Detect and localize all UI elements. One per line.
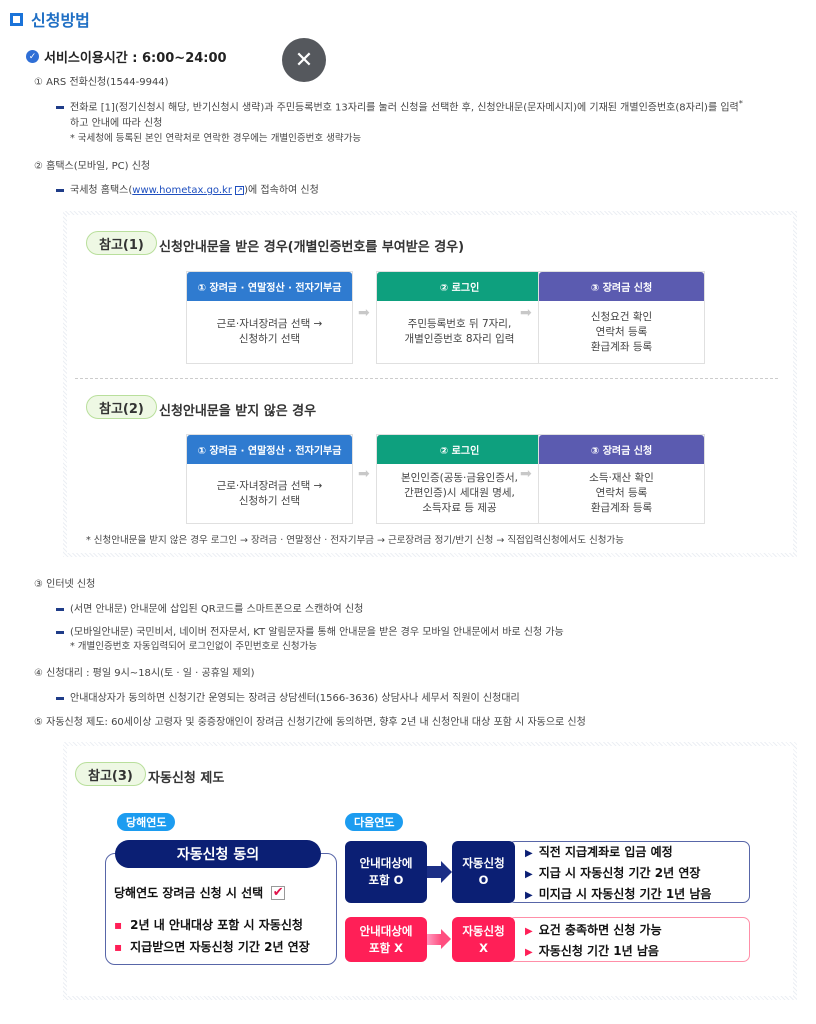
service-hours-text: 서비스이용시간 : 6:00~24:00 [44, 51, 227, 66]
arrow-right-icon: ➡ [520, 305, 532, 321]
dash-bullet-icon [56, 188, 64, 192]
ref2-note: * 신청안내문을 받지 않은 경우 로그인 → 장려금 · 연말정산 · 전자기… [86, 535, 624, 546]
ref3-badge: 참고(3) [75, 762, 146, 786]
this-year-tag: 당해연도 [117, 813, 176, 831]
internet-note: * 개별인증번호 자동입력되어 로그인없이 주민번호로 신청가능 [70, 641, 318, 652]
hometax-title: ② 홈택스(모바일, PC) 신청 [34, 161, 151, 172]
consent-bullet-1: ▪2년 내 안내대상 포함 시 자동신청 [114, 918, 303, 932]
service-hours: ✓ 서비스이용시간 : 6:00~24:00 [26, 47, 227, 66]
hometax-link[interactable]: www.hometax.go.kr [132, 185, 232, 196]
hometax-line: 국세청 홈택스(www.hometax.go.kr ↗)에 접속하여 신청 [56, 181, 319, 196]
ars-note: * 국세청에 등록된 본인 연락처로 연락한 경우에는 개별인증번호 생략가능 [70, 133, 362, 144]
close-button[interactable]: ✕ [282, 38, 326, 82]
internet-line2: (모바일안내문) 국민비서, 네이버 전자문서, KT 알림문자를 통해 안내문… [56, 623, 564, 638]
ars-title: ① ARS 전화신청(1544-9944) [34, 77, 169, 88]
arrow-included-icon [427, 866, 441, 878]
internet-title: ③ 인터넷 신청 [34, 579, 96, 590]
dash-bullet-icon [56, 696, 64, 700]
consent-bullet-2: ▪지급받으면 자동신청 기간 2년 연장 [114, 940, 310, 954]
ref2-badge: 참고(2) [86, 395, 157, 419]
proxy-title: ④ 신청대리 : 평일 9시~18시(토 · 일 · 공휴일 제외) [34, 668, 255, 679]
arrow-excluded-icon [427, 934, 441, 945]
ref2-step-1: ① 장려금 · 연말정산 · 전자기부금 근로·자녀장려금 선택 →신청하기 선… [186, 434, 353, 524]
checkbox-icon: ✔ [271, 884, 286, 900]
consent-box: 당해연도 장려금 신청 시 선택 ✔ ▪2년 내 안내대상 포함 시 자동신청 … [105, 853, 337, 965]
external-link-icon[interactable]: ↗ [235, 185, 245, 195]
internet-line1: (서면 안내문) 안내문에 삽입된 QR코드를 스마트폰으로 스캔하여 신청 [56, 600, 363, 615]
included-list: ▶직전 지급계좌로 입금 예정 ▶지급 시 자동신청 기간 2년 연장 ▶미지급… [508, 841, 750, 903]
ref2-step-2: ② 로그인 본인인증(공동·금융인증서,간편인증)시 세대원 명세,소득자료 등… [376, 434, 543, 524]
ref2-title: 신청안내문을 받지 않은 경우 [159, 404, 317, 419]
excluded-list: ▶요건 충족하면 신청 가능 ▶자동신청 기간 1년 남음 [508, 917, 750, 962]
section-title: 신청방법 [10, 7, 90, 31]
close-icon: ✕ [294, 47, 314, 73]
dash-bullet-icon [56, 607, 64, 611]
dash-bullet-icon [56, 105, 64, 109]
auto-title: ⑤ 자동신청 제도: 60세이상 고령자 및 중증장애인이 장려금 신청기간에 … [34, 717, 586, 728]
ref1-step-1: ① 장려금 · 연말정산 · 전자기부금 근로·자녀장려금 선택 →신청하기 선… [186, 271, 353, 364]
dash-bullet-icon [56, 630, 64, 634]
arrow-right-icon: ➡ [358, 466, 370, 482]
section-title-text: 신청방법 [31, 11, 90, 30]
divider [75, 378, 778, 379]
ref1-badge: 참고(1) [86, 231, 157, 255]
next-year-tag: 다음연도 [345, 813, 404, 831]
proxy-line1: 안내대상자가 동의하면 신청기간 운영되는 장려금 상담센터(1566-3636… [56, 689, 520, 704]
ref3-title: 자동신청 제도 [148, 771, 225, 786]
consent-header: 자동신청 동의 [115, 840, 321, 868]
ars-line2: 하고 안내에 따라 신청 [70, 118, 163, 129]
ref1-title: 신청안내문을 받은 경우(개별인증번호를 부여받은 경우) [159, 240, 465, 255]
arrow-right-icon: ➡ [520, 466, 532, 482]
ars-line1: 전화로 [1](정기신청시 해당, 반기신청시 생략)과 주민등록번호 13자리… [56, 98, 743, 113]
consent-select-text: 당해연도 장려금 신청 시 선택 ✔ [114, 884, 286, 900]
ref1-step-2: ② 로그인 주민등록번호 뒤 7자리,개별인증번호 8자리 입력 [376, 271, 543, 364]
check-circle-icon: ✓ [26, 50, 39, 63]
square-bullet-icon [10, 12, 23, 26]
arrow-right-icon: ➡ [358, 305, 370, 321]
